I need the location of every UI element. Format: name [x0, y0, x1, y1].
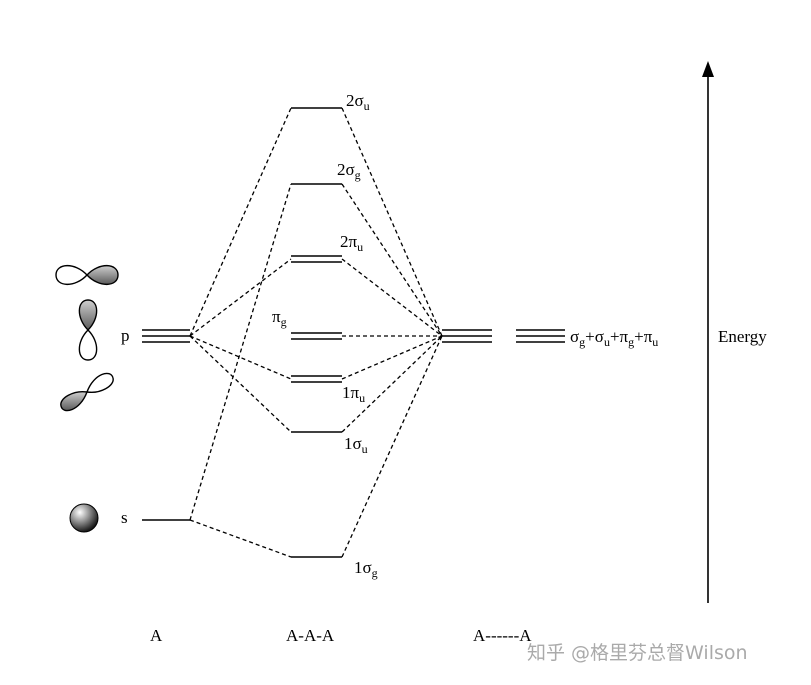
label-group-orbitals: σg+σu+πg+πu	[570, 327, 658, 349]
label-1sg: 1σg	[354, 558, 378, 580]
level-ligand-set	[516, 330, 565, 342]
energy-arrowhead-icon	[702, 61, 714, 77]
group-part-3-sym: +π	[634, 327, 653, 346]
label-2pu-sub: u	[357, 240, 363, 254]
s-orbital-sphere-icon	[70, 504, 98, 532]
label-1su-sub: u	[362, 442, 368, 456]
label-2sg: 2σg	[337, 160, 361, 182]
label-pg: πg	[272, 307, 287, 329]
group-part-0-sym: σ	[570, 327, 579, 346]
label-pg-sub: g	[281, 315, 287, 329]
label-1su-coef: 1	[344, 434, 353, 453]
label-2sg-coef: 2	[337, 160, 346, 179]
corr-l-1pu	[342, 336, 442, 379]
corr-l-2pu	[342, 259, 442, 336]
column-label-atom: A	[150, 626, 163, 645]
label-1pu-coef: 1	[342, 383, 351, 402]
level-2pu	[291, 256, 342, 262]
corr-p-1pu	[190, 336, 291, 379]
label-atom-s: s	[121, 508, 128, 527]
label-2pu-coef: 2	[340, 232, 349, 251]
level-pg	[291, 333, 342, 339]
p-orbital-vertical-icon	[79, 300, 96, 360]
label-1pu: 1πu	[342, 383, 365, 405]
label-1sg-coef: 1	[354, 558, 363, 577]
column-label-molecule: A-A-A	[286, 626, 335, 645]
group-part-3-sub: u	[652, 335, 658, 349]
column-label-ligands: A------A	[473, 626, 532, 645]
label-1su: 1σu	[344, 434, 368, 456]
label-1pu-sub: u	[359, 391, 365, 405]
label-1su-sym: σ	[353, 434, 362, 453]
p-orbital-horizontal-icon	[56, 266, 118, 285]
level-atom-p	[142, 330, 190, 342]
group-part-1-sym: +σ	[585, 327, 604, 346]
label-2sg-sym: σ	[346, 160, 355, 179]
watermark: 知乎 @格里芬总督Wilson	[527, 642, 748, 664]
p-orbital-diagonal-icon	[61, 373, 113, 410]
level-1pu	[291, 376, 342, 382]
label-atom-p: p	[121, 326, 130, 345]
label-2su-sub: u	[364, 99, 370, 113]
corr-s-2sg	[190, 184, 291, 520]
label-2sg-sub: g	[355, 168, 361, 182]
label-2su-sym: σ	[355, 91, 364, 110]
corr-l-2su	[342, 108, 442, 336]
label-2su-coef: 2	[346, 91, 355, 110]
group-part-2-sym: +π	[610, 327, 629, 346]
energy-axis-label: Energy	[718, 327, 767, 346]
corr-s-1sg	[190, 520, 291, 557]
corr-p-2su	[190, 108, 291, 336]
corr-l-2sg	[342, 184, 442, 336]
label-2pu: 2πu	[340, 232, 363, 254]
label-1sg-sym: σ	[363, 558, 372, 577]
level-ligand-group	[442, 330, 492, 342]
energy-axis	[702, 61, 714, 603]
label-2su: 2σu	[346, 91, 370, 113]
label-1sg-sub: g	[372, 566, 378, 580]
